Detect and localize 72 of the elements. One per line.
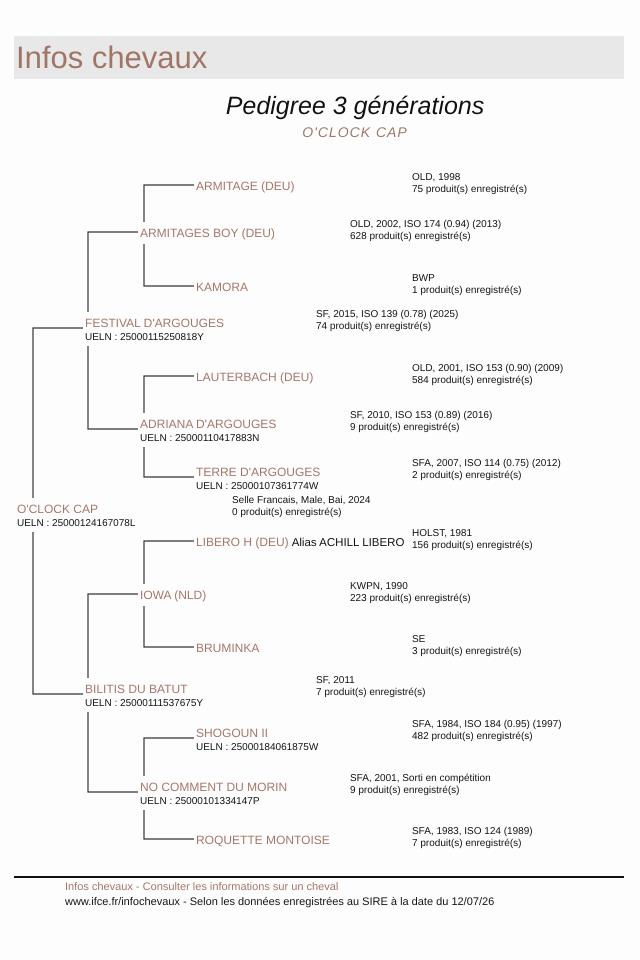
horse-name: BRUMINKA [196,641,260,656]
horse-details: SE [412,634,426,646]
horse-details: SFA, 2007, ISO 114 (0.75) (2012) [412,458,561,470]
horse-details: 1 produit(s) enregistré(s) [412,285,522,297]
horse-details: BWP [412,273,435,285]
ueln-number: UELN : 25000101334147P [140,796,261,808]
horse-details: 482 produit(s) enregistré(s) [412,731,533,743]
horse-details: 74 produit(s) enregistré(s) [316,321,432,333]
pedigree-line [87,346,138,430]
horse-name: LIBERO H (DEU) [196,535,289,550]
horse-details: 7 produit(s) enregistré(s) [412,838,522,850]
horse-name: NO COMMENT DU MORIN [140,780,288,795]
pedigree-line [143,737,194,776]
horse-name: ADRIANA D'ARGOUGES [140,417,276,432]
horse-name: KAMORA [196,280,248,295]
horse-details: SF, 2010, ISO 153 (0.89) (2016) [350,410,492,422]
pedigree-line [87,712,138,793]
pedigree-line [32,532,83,695]
horse-name: ROQUETTE MONTOISE [196,833,330,848]
pedigree-line [87,231,138,312]
horse-details: SF, 2015, ISO 139 (0.78) (2025) [316,309,458,321]
pedigree-line [32,327,83,498]
horse-name: SHOGOUN II [196,726,268,741]
horse-details: Selle Francais, Male, Bai, 2024 [232,495,370,507]
horse-details: 3 produit(s) enregistré(s) [412,646,522,658]
pedigree-line [143,810,194,840]
footer-heading: Infos chevaux - Consulter les informations sur un cheval [65,881,338,893]
pedigree-line [143,606,194,648]
ueln-number: UELN : 25000115250818Y [85,332,205,344]
pedigree-line [87,593,138,678]
pedigree-line [143,447,194,478]
banner-heading: Infos chevaux [16,40,208,76]
horse-details: 2 produit(s) enregistré(s) [412,470,522,482]
horse-details: OLD, 2002, ISO 174 (0.94) (2013) [350,219,502,231]
horse-details: SFA, 1984, ISO 184 (0.95) (1997) [412,719,562,731]
horse-details: SF, 2011 [316,675,355,687]
horse-name: LAUTERBACH (DEU) [196,370,314,385]
horse-name: ARMITAGE (DEU) [196,179,294,194]
horse-name: FESTIVAL D'ARGOUGES [85,316,224,331]
horse-details: 628 produit(s) enregistré(s) [350,231,471,243]
horse-details: OLD, 1998 [412,172,460,184]
footer-note: www.ifce.fr/infochevaux - Selon les données enregistrées au SIRE à la date du 12/07/26 [65,896,494,908]
horse-name: IOWA (NLD) [140,588,206,603]
horse-name: ARMITAGES BOY (DEU) [140,226,275,241]
ueln-number: UELN : 25000184061875W [196,742,318,754]
horse-details: HOLST, 1981 [412,528,472,540]
horse-name: BILITIS DU BATUT [85,682,188,697]
horse-details: 9 produit(s) enregistré(s) [350,422,460,434]
horse-subtitle: O'CLOCK CAP [302,124,408,140]
horse-details: 7 produit(s) enregistré(s) [316,687,426,699]
horse-details: 9 produit(s) enregistré(s) [350,785,460,797]
alias-text: Alias ACHILL LIBERO [292,536,404,551]
horse-name: TERRE D'ARGOUGES [196,465,320,480]
horse-details: SFA, 2001, Sorti en compétition [350,773,491,785]
horse-details: SFA, 1983, ISO 124 (1989) [412,826,533,838]
page-title: Pedigree 3 générations [226,92,484,121]
ueln-number: UELN : 25000111537675Y [85,698,204,710]
horse-details: KWPN, 1990 [350,581,408,593]
horse-details: OLD, 2001, ISO 153 (0.90) (2009) [412,363,564,375]
horse-details: 223 produit(s) enregistré(s) [350,593,471,605]
horse-details: 156 produit(s) enregistré(s) [412,540,533,552]
ueln-number: UELN : 25000107361774W [196,481,320,493]
horse-name: O'CLOCK CAP [17,502,98,517]
horse-details: 75 produit(s) enregistré(s) [412,184,528,196]
pedigree-line [143,540,194,584]
ueln-number: UELN : 25000110417883N [140,433,260,445]
pedigree-line [143,375,194,413]
ueln-number: UELN : 25000124167078L [17,518,136,530]
horse-details: 584 produit(s) enregistré(s) [412,375,533,387]
horse-details: 0 produit(s) enregistré(s) [232,507,342,519]
pedigree-line [143,244,194,287]
pedigree-line [143,184,194,222]
